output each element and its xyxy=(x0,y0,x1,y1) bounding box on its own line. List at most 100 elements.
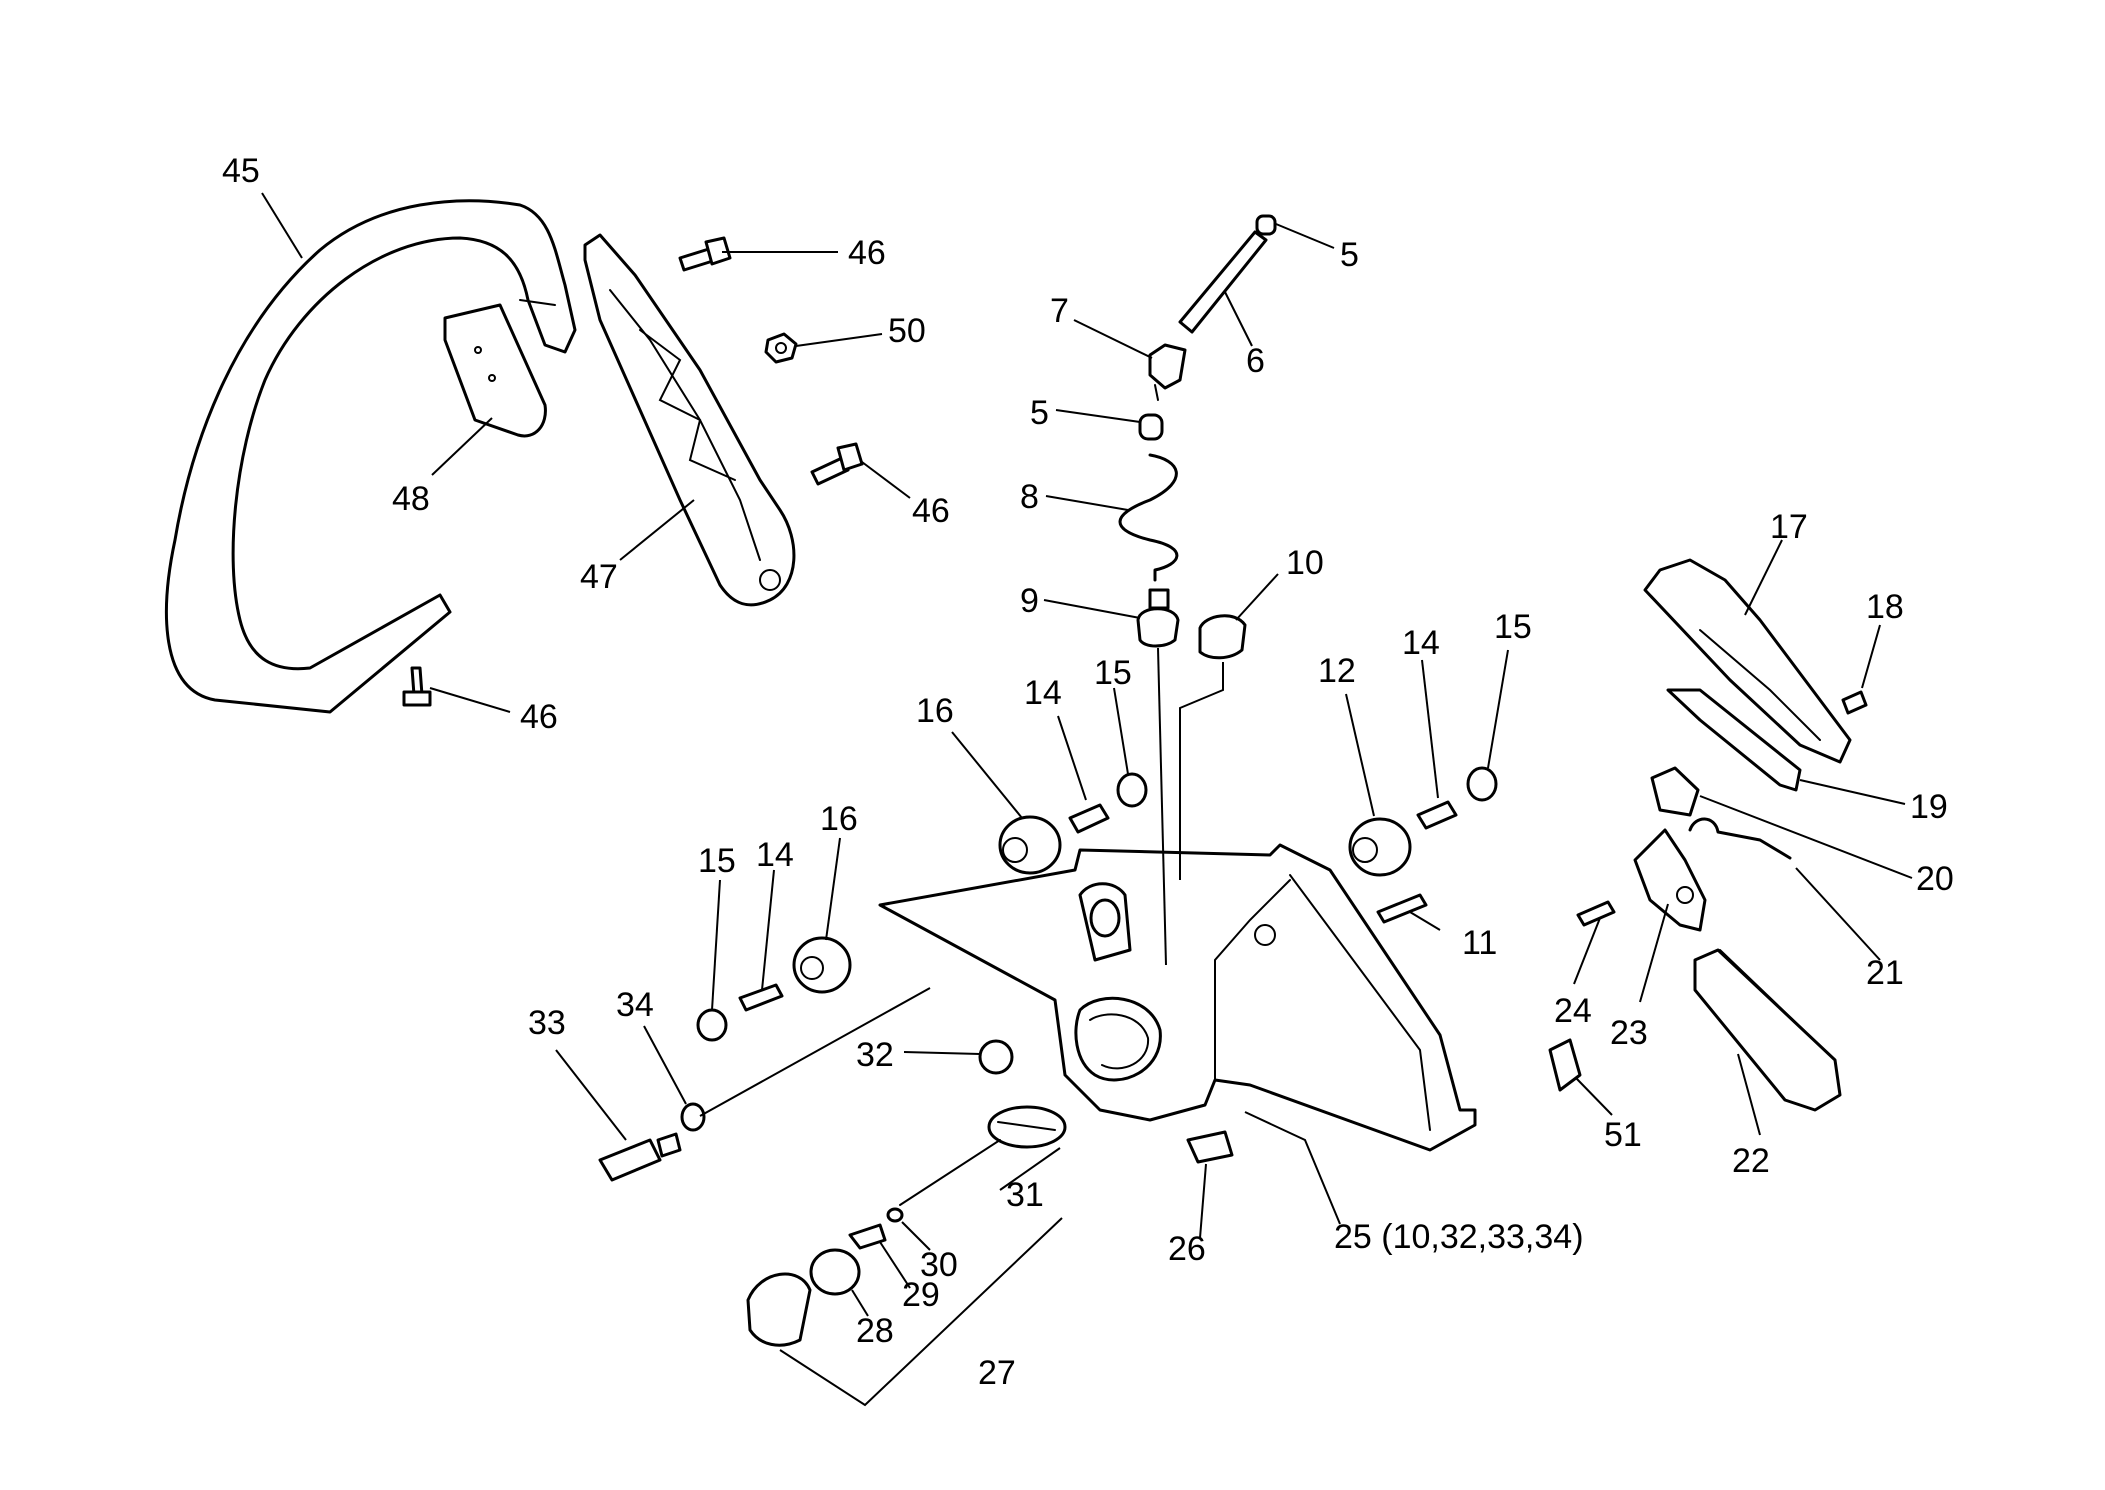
part-25-crankcase-housing xyxy=(878,843,1477,1152)
leader-16a xyxy=(951,731,1023,819)
part-47-handle-bracket xyxy=(583,233,796,607)
leader-8 xyxy=(1045,495,1129,511)
part-46-bolt-b xyxy=(810,442,864,486)
label-5-mid: 5 xyxy=(1030,394,1049,432)
label-46-top: 46 xyxy=(848,234,886,272)
label-33: 33 xyxy=(528,1004,566,1042)
label-7: 7 xyxy=(1050,292,1069,330)
part-46-bolt-a xyxy=(678,236,732,272)
leader-14a xyxy=(1421,659,1439,799)
part-29-pin xyxy=(848,1223,887,1250)
part-22-cover xyxy=(1693,948,1842,1112)
leader-28 xyxy=(851,1289,869,1317)
label-47: 47 xyxy=(580,558,618,596)
label-11: 11 xyxy=(1462,924,1497,962)
part-51-label xyxy=(1548,1038,1582,1092)
leader-31 xyxy=(999,1147,1061,1191)
label-17: 17 xyxy=(1770,508,1808,546)
label-16-upper: 16 xyxy=(916,692,954,730)
leader-20 xyxy=(1699,795,1913,879)
part-6-fuel-tube xyxy=(1178,230,1268,334)
leader-grommet-drop xyxy=(1179,662,1224,880)
part-14-screw-c xyxy=(1416,800,1458,830)
leader-48 xyxy=(431,417,493,476)
label-25-includes: 25 (10,32,33,34) xyxy=(1334,1218,1584,1256)
label-14-right: 14 xyxy=(1402,624,1440,662)
label-14-left: 14 xyxy=(756,836,794,874)
leader-5a xyxy=(1275,223,1335,249)
leader-5b xyxy=(1055,409,1141,423)
part-46-bolt-c xyxy=(402,666,432,707)
part-8-oil-hose xyxy=(1118,453,1179,582)
part-45-front-handle xyxy=(164,199,577,714)
label-15-mid: 15 xyxy=(1094,654,1132,692)
part-27-cap xyxy=(746,1272,812,1347)
part-32-spring xyxy=(978,1039,1014,1075)
part-15-washer-a xyxy=(1116,772,1148,808)
leader-46c xyxy=(429,687,511,713)
leader-6 xyxy=(1224,291,1253,347)
label-15-right: 15 xyxy=(1494,608,1532,646)
leader-24 xyxy=(1573,917,1601,985)
part-number-labels: 45 46 50 46 48 47 46 5 7 6 5 8 9 10 17 1… xyxy=(222,152,1954,1392)
leader-9 xyxy=(1043,599,1141,619)
label-30: 30 xyxy=(920,1246,958,1284)
part-48-handle-pad xyxy=(443,303,547,438)
leader-46b xyxy=(861,461,911,499)
label-9: 9 xyxy=(1020,582,1039,620)
part-34-washer xyxy=(680,1102,706,1132)
part-19-chain-catcher xyxy=(1666,688,1802,792)
label-18: 18 xyxy=(1866,588,1904,626)
label-50: 50 xyxy=(888,312,926,350)
part-28-oring xyxy=(809,1248,861,1296)
label-12: 12 xyxy=(1318,652,1356,690)
part-17-sprocket-cover xyxy=(1643,558,1852,764)
label-26: 26 xyxy=(1168,1230,1206,1268)
leader-27-bracket xyxy=(779,1217,1063,1407)
part-50-nut xyxy=(764,332,798,364)
label-46-mid: 46 xyxy=(912,492,950,530)
leader-30 xyxy=(901,1221,931,1251)
label-46-bottom: 46 xyxy=(520,698,558,736)
label-31: 31 xyxy=(1006,1176,1044,1214)
label-48: 48 xyxy=(392,480,430,518)
leader-7 xyxy=(1073,319,1153,359)
leader-oil-pickup xyxy=(1157,647,1167,966)
part-5-clamp-a xyxy=(1255,214,1277,236)
part-14-screw-b xyxy=(738,983,784,1012)
part-30-clip xyxy=(886,1207,904,1223)
part-20-block xyxy=(1650,766,1700,817)
part-5-clamp-b xyxy=(1138,413,1164,441)
leader-45 xyxy=(261,192,303,259)
leader-34-drop xyxy=(699,987,931,1117)
leader-15a xyxy=(1487,649,1509,769)
label-10: 10 xyxy=(1286,544,1324,582)
leader-47 xyxy=(619,499,695,561)
leader-lines xyxy=(261,192,1913,1407)
label-14-mid: 14 xyxy=(1024,674,1062,712)
part-15-washer-b xyxy=(696,1008,728,1042)
label-28: 28 xyxy=(856,1312,894,1350)
label-27: 27 xyxy=(978,1354,1016,1392)
part-31-strainer xyxy=(899,1105,1067,1206)
part-26-plug xyxy=(1186,1130,1234,1164)
label-32: 32 xyxy=(856,1036,894,1074)
label-5-top: 5 xyxy=(1340,236,1359,274)
leader-11 xyxy=(1409,911,1441,931)
leader-10 xyxy=(1235,573,1279,621)
label-19: 19 xyxy=(1910,788,1948,826)
leader-50 xyxy=(795,333,883,347)
part-24-pin xyxy=(1576,900,1616,927)
label-29: 29 xyxy=(902,1276,940,1314)
part-16-mount-a xyxy=(998,815,1062,875)
leader-32 xyxy=(903,1051,981,1055)
label-34: 34 xyxy=(616,986,654,1024)
leader-12 xyxy=(1345,693,1375,817)
leader-25 xyxy=(1244,1111,1341,1225)
leader-29 xyxy=(879,1241,911,1289)
label-21: 21 xyxy=(1866,954,1904,992)
part-14-screw-a xyxy=(1068,803,1110,834)
leader-19 xyxy=(1799,779,1906,805)
